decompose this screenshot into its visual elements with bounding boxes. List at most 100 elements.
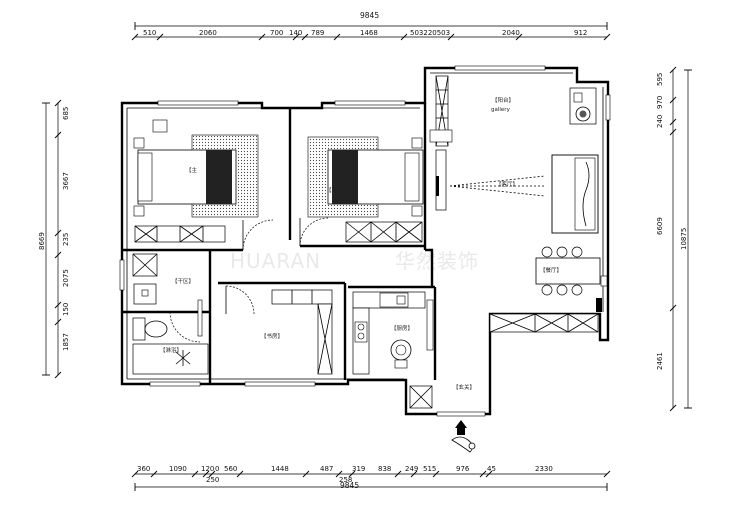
dimension-tick [669, 304, 677, 312]
label-living-room: 【客厅】 [496, 180, 518, 188]
dimension-tick [54, 371, 62, 379]
left-total: 8669 [38, 232, 46, 250]
left-dimensions: 8669 685 3667 235 2075 150 1857 [38, 99, 70, 379]
label-master-bedroom: 【主 [186, 166, 198, 174]
right-seg: 6609 [656, 217, 664, 235]
dimension-tick [292, 33, 300, 41]
bottom-seg: 0 [215, 465, 219, 473]
study-furniture [225, 285, 333, 375]
left-seg: 150 [62, 303, 70, 316]
bottom-seg: 838 [378, 465, 391, 473]
bottom-seg: 319 [352, 465, 365, 473]
dimension-tick [410, 470, 418, 478]
dimension-tick [156, 33, 164, 41]
dimension-tick [301, 33, 309, 41]
bottom-seg: 560 [224, 465, 237, 473]
dimension-tick [191, 470, 199, 478]
second-bedroom-furniture [299, 136, 424, 247]
top-total: 9845 [360, 11, 379, 20]
dimension-tick [54, 251, 62, 259]
dimension-tick [208, 470, 216, 478]
dimension-tick [479, 470, 487, 478]
right-dimensions: 10875 595 970 240 6609 2461 [656, 66, 692, 412]
top-dimensions: 9845 510 2060 700 140 789 1468 503220503… [131, 11, 611, 41]
dimension-tick [335, 470, 343, 478]
dimension-tick [515, 33, 523, 41]
bottom-seg: 360 [137, 465, 150, 473]
dimension-tick [432, 470, 440, 478]
entrance-arrow-icon [451, 420, 476, 453]
dimension-tick [485, 470, 493, 478]
watermark-latin: HUARAN [230, 249, 321, 273]
bottom-seg: 1090 [169, 465, 187, 473]
label-kitchen: 【厨房】 [391, 324, 413, 332]
right-seg: 595 [656, 73, 664, 86]
dimension-tick [150, 470, 158, 478]
kitchen-furniture [352, 291, 434, 409]
top-seg: 2060 [199, 29, 217, 37]
label-bathroom: 【淋浴】 [160, 346, 182, 354]
bottom-total: 9845 [340, 481, 359, 490]
top-seg: 2040 [502, 29, 520, 37]
living-balcony-furniture [429, 75, 608, 333]
dimension-tick [54, 229, 62, 237]
dimension-tick [202, 470, 210, 478]
top-seg: 140 [289, 29, 302, 37]
dimension-tick [258, 33, 266, 41]
master-bedroom-furniture [133, 119, 274, 251]
bottom-seg: 249 [405, 465, 418, 473]
top-seg: 503220503 [410, 29, 450, 37]
left-seg: 3667 [62, 172, 70, 190]
dimension-tick [603, 470, 611, 478]
left-seg: 2075 [62, 269, 70, 287]
left-seg: 685 [62, 107, 70, 120]
dimension-tick [447, 33, 455, 41]
dimension-tick [669, 96, 677, 104]
dimension-tick [669, 404, 677, 412]
bath-furniture [132, 253, 209, 375]
dimension-tick [394, 470, 402, 478]
dimension-tick [236, 470, 244, 478]
dimension-tick [669, 66, 677, 74]
dimension-tick [54, 301, 62, 309]
bottom-seg: 120 [201, 465, 214, 473]
left-seg: 235 [62, 233, 70, 246]
dimension-tick [54, 318, 62, 326]
right-seg: 2461 [656, 352, 664, 370]
dimension-tick [400, 33, 408, 41]
label-balcony: 【阳台】 [492, 96, 514, 104]
top-seg: 510 [143, 29, 156, 37]
exterior-walls [120, 66, 610, 417]
watermark: HUARAN 华然装饰 [230, 249, 479, 273]
dimension-tick [131, 470, 139, 478]
watermark-chinese: 华然装饰 [395, 249, 479, 273]
dimension-tick [603, 33, 611, 41]
bottom-seg: 1448 [271, 465, 289, 473]
bottom-seg: 487 [320, 465, 333, 473]
top-seg: 1468 [360, 29, 378, 37]
top-seg: 789 [311, 29, 324, 37]
bottom-seg: 976 [456, 465, 470, 473]
bottom-seg: 45 [487, 465, 496, 473]
dimension-tick [669, 128, 677, 136]
dimension-tick [333, 33, 341, 41]
top-seg: 700 [270, 29, 283, 37]
right-total: 10875 [680, 228, 688, 250]
bottom-dimensions: 360 1090 120 0 560 1448 487 319 838 249 … [131, 465, 611, 491]
dimension-tick [302, 470, 310, 478]
bottom-sub: 258 [339, 476, 352, 484]
dimension-tick [54, 99, 62, 107]
bottom-sub: 250 [206, 476, 219, 484]
windows [119, 65, 611, 387]
dimension-tick [348, 470, 356, 478]
dimension-tick [131, 33, 139, 41]
label-entrance: 【玄关】 [453, 383, 475, 391]
dimension-tick [669, 118, 677, 126]
label-gallery: gallery [491, 107, 511, 113]
room-labels: 【阳台】 gallery 【主 【次卧 【客厅】 【餐厅】 【干区】 【书房】 … [160, 96, 562, 391]
right-seg: 240 [656, 115, 664, 128]
label-dining: 【餐厅】 [540, 266, 562, 274]
dimension-tick [54, 131, 62, 139]
label-second-bedroom: 【次卧 [326, 186, 343, 194]
